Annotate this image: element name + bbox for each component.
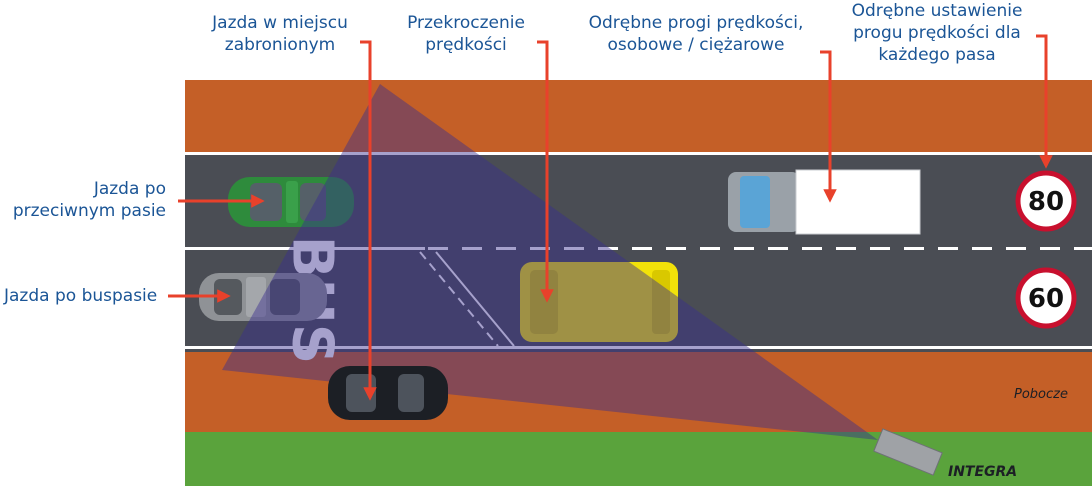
yellow-van — [520, 262, 678, 342]
green-car — [228, 177, 354, 227]
speed-sign-60: 60 — [1015, 267, 1077, 329]
truck — [728, 169, 921, 235]
integra-device — [873, 428, 943, 476]
top-verge — [185, 80, 1092, 152]
label-forbidden: Jazda w miejscu zabronionym — [212, 13, 348, 55]
lane-divider-solid — [185, 247, 425, 250]
black-car — [328, 366, 448, 420]
label-wrong-way: Jazda po przeciwnym pasie — [12, 179, 166, 221]
grass-strip — [185, 432, 1092, 486]
label-speeding: Przekroczenie prędkości — [407, 13, 525, 55]
shoulder-label: Pobocze — [1014, 387, 1068, 402]
road-edge-top — [185, 152, 1092, 155]
camera-beam — [222, 84, 878, 440]
arrow-speeding — [537, 40, 554, 303]
road-edge-bottom — [185, 346, 1092, 349]
arrow-forbidden — [360, 40, 377, 401]
speed-sign-80: 80 — [1015, 170, 1077, 232]
integra-label: INTEGRA — [948, 464, 1017, 480]
label-thresholds: Odrębne progi prędkości, osobowe / cięża… — [588, 13, 804, 55]
bus-entry-line-1 — [419, 251, 499, 347]
speed-sign-60-value: 60 — [1028, 284, 1064, 314]
label-per-lane: Odrębne ustawienie progu prędkości dla k… — [851, 1, 1023, 65]
bus-entry-line-2 — [435, 251, 515, 347]
label-bus-lane: Jazda po buspasie — [4, 286, 158, 306]
arrow-thresholds — [820, 50, 837, 203]
arrow-per-lane — [1036, 34, 1053, 169]
speed-sign-80-value: 80 — [1028, 187, 1064, 217]
grey-car — [199, 273, 327, 321]
